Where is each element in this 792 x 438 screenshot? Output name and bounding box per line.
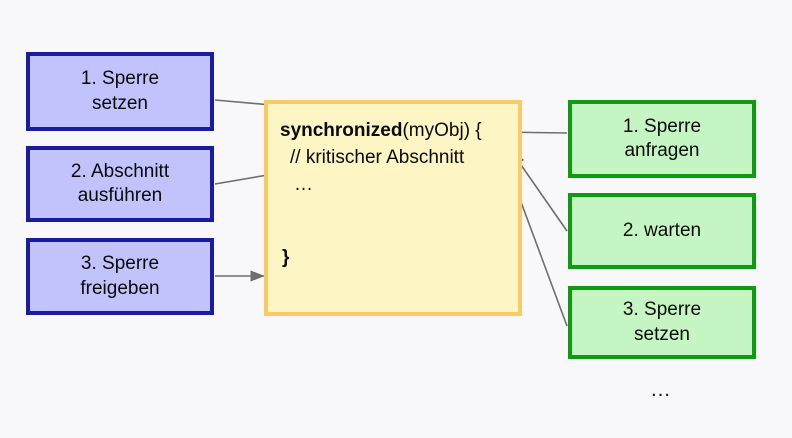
left-step-2-line2: ausführen: [77, 185, 163, 206]
left-step-1-line1: 1. Sperre: [80, 68, 160, 90]
right-step-2-line1: 2. warten: [622, 219, 702, 241]
right-step-1-line1: 1. Sperre: [622, 115, 702, 137]
code-line-closing-brace: }: [282, 246, 290, 268]
left-step-3-line1: 3. Sperre: [80, 253, 160, 275]
right-step-1-line2: anfragen: [624, 140, 700, 161]
right-step-3[interactable]: 3. Sperre setzen: [568, 286, 756, 359]
left-step-3-line2: freigeben: [80, 277, 160, 299]
synchronized-code-block: synchronized(myObj) { // kritischer Absc…: [264, 100, 522, 316]
right-step-1[interactable]: 1. Sperre anfragen: [568, 100, 756, 178]
right-step-3-line1: 3. Sperre: [622, 299, 702, 321]
right-step-3-line2: setzen: [634, 323, 690, 345]
right-column-more-indicator: …: [650, 378, 674, 401]
left-step-1[interactable]: 1. Sperre setzen: [26, 52, 214, 131]
code-line-ellipsis: …: [294, 173, 315, 195]
left-step-2-line1: 2. Abschnitt: [70, 160, 170, 182]
code-line-comment: // kritischer Abschnitt: [290, 146, 465, 168]
right-step-2[interactable]: 2. warten: [568, 193, 756, 269]
code-line-synchronized-rest: (myObj) {: [402, 120, 482, 141]
left-step-2[interactable]: 2. Abschnitt ausführen: [26, 146, 214, 222]
left-step-3[interactable]: 3. Sperre freigeben: [26, 238, 214, 315]
keyword-synchronized: synchronized: [280, 120, 403, 141]
left-step-1-line2: setzen: [92, 92, 148, 114]
code-line-synchronized: synchronized(myObj) {: [280, 118, 518, 145]
